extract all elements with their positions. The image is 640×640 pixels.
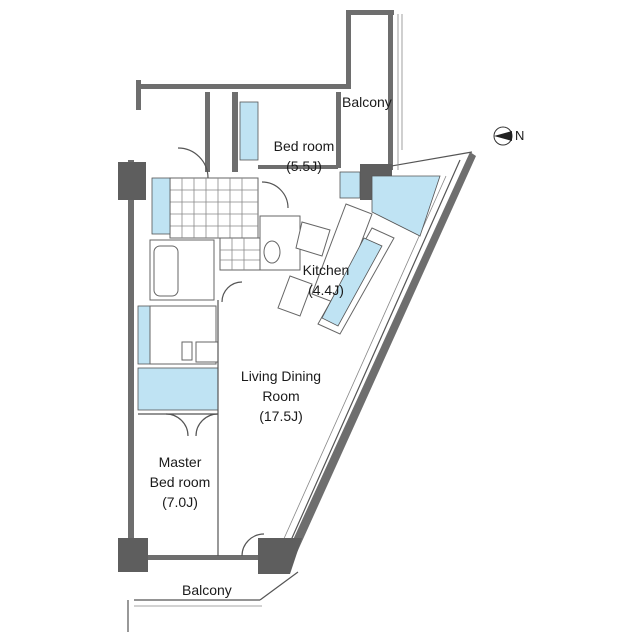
window-line-inner [277,175,447,553]
master-label: Master Bed room (7.0J) [140,452,220,512]
bedroom-label: Bed room (5.5J) [266,136,342,176]
balcony-top-label: Balcony [342,94,392,110]
compass-icon [493,126,513,146]
kitchen-name: Kitchen [302,262,350,278]
stove-icon [295,221,331,257]
balcony-storage [371,175,441,237]
facade-top-edge [379,151,473,169]
north-wall [136,84,351,89]
compass-letter: N [515,128,525,143]
balcony-bottom-label: Balcony [182,582,232,598]
bedroom-closet-small [339,171,361,199]
master-name-line1: Master [158,454,202,470]
washing-machine-icon [195,341,219,363]
bathtub-icon [153,245,179,297]
bedroom-closet [239,101,259,161]
entrance-wall-left [136,80,141,110]
pillar-se [258,538,302,574]
east-facade [282,152,476,568]
sink-icon [277,275,313,317]
master-name-line2: Bed room [149,474,211,490]
pillar-sw [118,538,148,572]
kitchen-size: (4.4J) [308,282,344,298]
bedroom-door-swing [261,181,289,209]
south-wall [128,555,268,560]
corridor-wall [205,92,210,172]
master-door-swing [241,533,265,557]
closet-door-swing-2 [195,413,219,437]
balcony-rail-angle [259,571,299,601]
window-line [283,159,461,557]
toilet-icon [263,240,281,264]
closet-door-swing [165,413,189,437]
entrance-door-swing [177,147,209,179]
kitchen-island-top [321,237,383,327]
living-name-line1: Living Dining [240,368,322,384]
bedroom-west-wall [232,92,238,172]
shoe-closet [151,177,171,235]
bedroom-south-wall [258,165,338,169]
balcony-wall-right [388,10,393,170]
bedroom-size: (5.5J) [286,158,322,174]
west-wall [128,160,134,560]
entrance-tiles [169,177,261,271]
master-closet [137,367,219,411]
master-size: (7.0J) [162,494,198,510]
bedroom-name: Bed room [273,138,335,154]
living-name-line2: Room [262,388,300,404]
living-size: (17.5J) [259,408,303,424]
bath-door-swing [221,281,243,303]
living-label: Living Dining Room (17.5J) [226,366,336,426]
balcony-wall-left [346,10,351,88]
balcony-wall-top [346,10,394,15]
pillar-nw [118,162,146,200]
kitchen-label: Kitchen (4.4J) [294,260,358,300]
toilet-room [259,215,301,271]
bedroom-east-wall [336,92,341,168]
basin-icon [181,341,193,361]
